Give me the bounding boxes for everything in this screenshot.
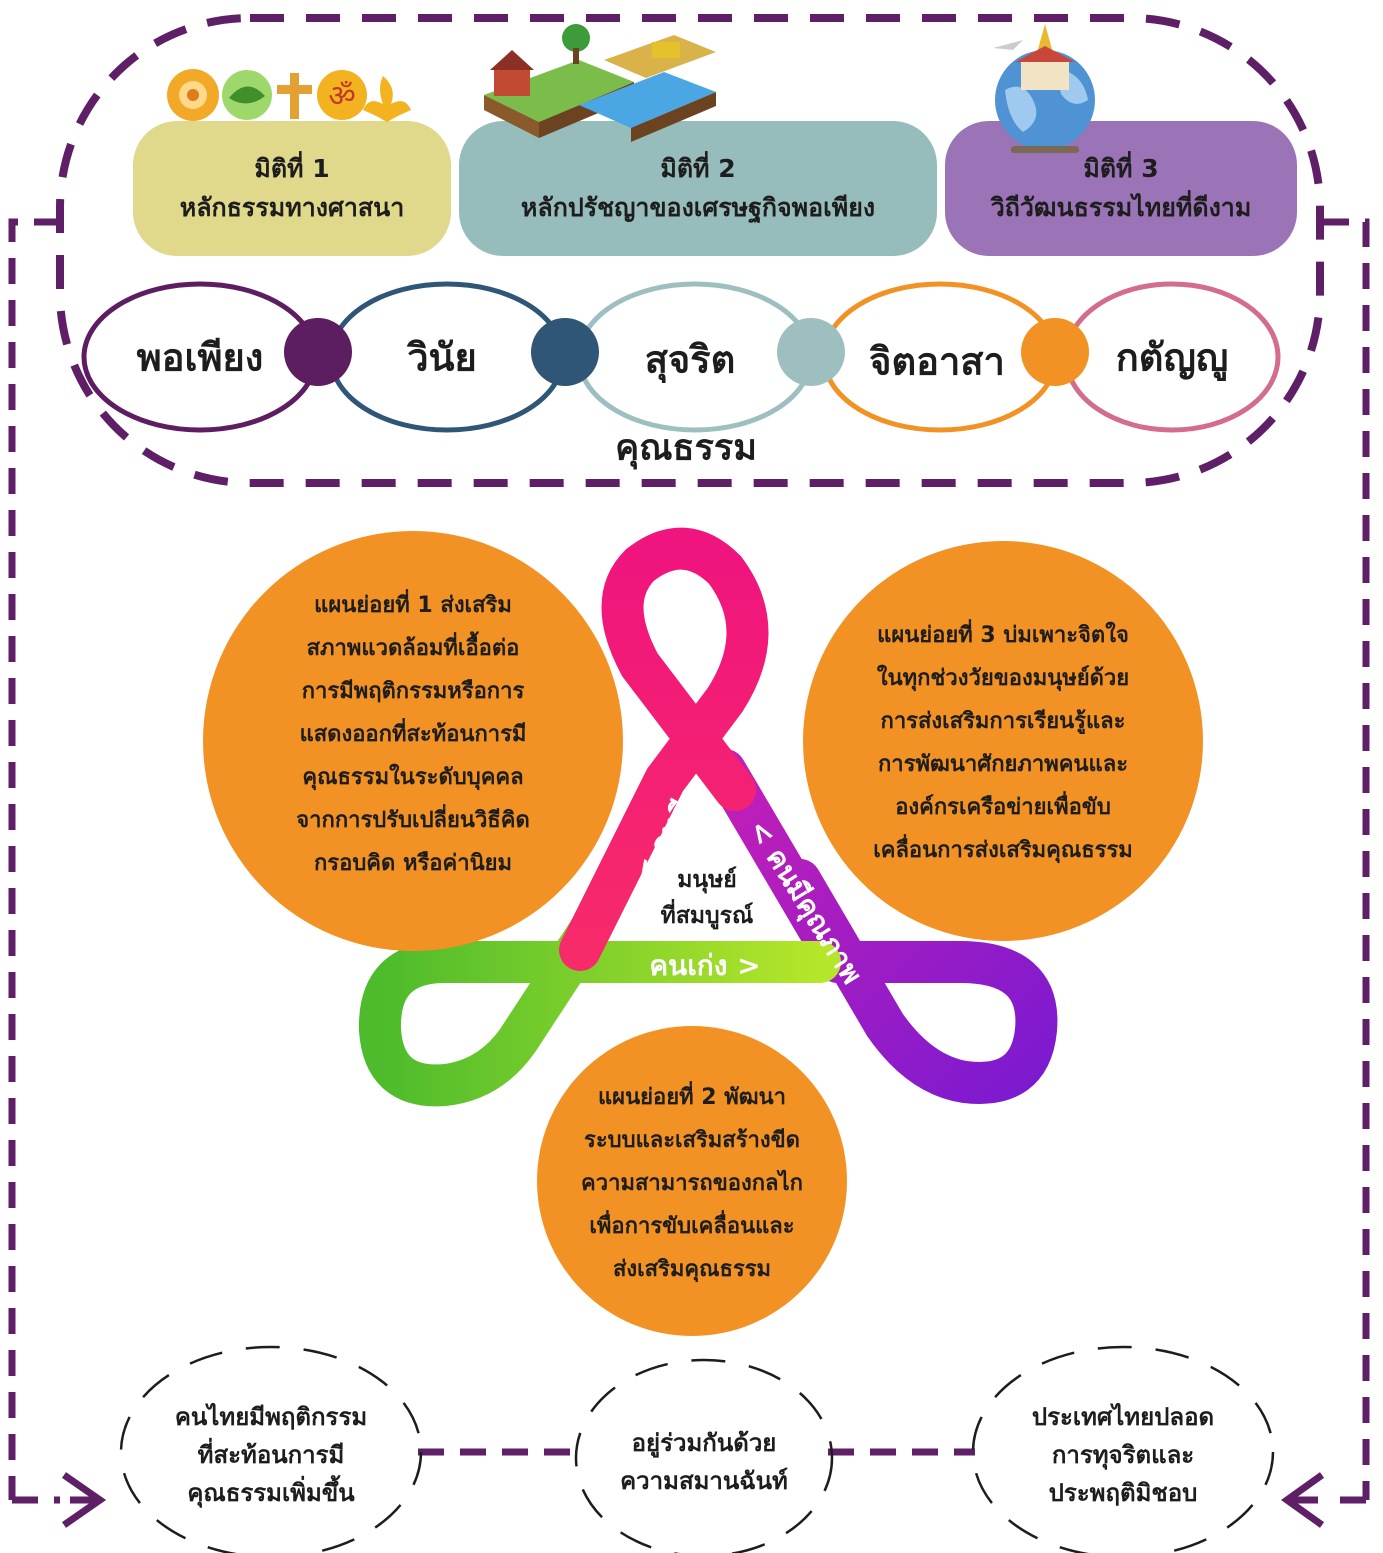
subplan1-line: สภาพแวดล้อมที่เอื้อต่อ	[306, 636, 520, 661]
virtue-gratitude: กตัญญู	[1115, 335, 1229, 380]
outcome-right-line: การทุจริตและ	[1051, 1441, 1195, 1469]
outcome-left-line: คุณธรรมเพิ่มขึ้น	[187, 1479, 355, 1507]
subplan2-circle	[537, 1026, 847, 1336]
center-line-1: มนุษย์	[677, 867, 737, 893]
subplan3-line: ในทุกช่วงวัยของมนุษย์ด้วย	[876, 666, 1130, 691]
outcome-middle-line: อยู่ร่วมกันด้วย	[631, 1429, 777, 1457]
subplan2-line: ระบบและเสริมสร้างขีด	[584, 1128, 800, 1153]
ribbon-purple-strand	[704, 749, 1058, 1104]
ribbon-center-label: มนุษย์ ที่สมบูรณ์	[632, 862, 782, 934]
dimension-2-subtitle: หลักปรัชญาของเศรษฐกิจพอเพียง	[520, 192, 876, 222]
subplan1-line: แสดงออกที่สะท้อนการมี	[299, 722, 527, 747]
subplan3-line: เคลื่อนการส่งเสริมคุณธรรม	[873, 838, 1133, 863]
thai-globe-temple-icon	[993, 24, 1095, 153]
virtue-volunteer: จิตอาสา	[869, 339, 1005, 384]
subplan2-line: เพื่อการขับเคลื่อนและ	[589, 1214, 795, 1239]
virtue-title: คุณธรรม	[615, 427, 757, 469]
dimension-2-box: มิติที่ 2 หลักปรัชญาของเศรษฐกิจพอเพียง	[459, 121, 937, 256]
skilled-person-text: คนเก่ง	[649, 949, 728, 982]
religious-symbols-icon: ॐ	[167, 69, 411, 122]
ribbon-pink-strand	[559, 527, 769, 971]
subplan1-circle	[203, 531, 623, 951]
dimension-1-box: มิติที่ 1 หลักธรรมทางศาสนา	[133, 121, 451, 256]
subplan3-line: แผนย่อยที่ 3 บ่มเพาะจิตใจ	[877, 623, 1129, 648]
dimension-3-subtitle: วิถีวัฒนธรรมไทยที่ดีงาม	[990, 192, 1252, 222]
subplan1-text: แผนย่อยที่ 1 ส่งเสริม สภาพแวดล้อมที่เอื้…	[233, 584, 593, 885]
subplan3-text: แผนย่อยที่ 3 บ่มเพาะจิตใจ ในทุกช่วงวัยขอ…	[818, 614, 1188, 872]
farm-illustration-icon	[484, 24, 716, 142]
dimension-2-title: มิติที่ 2	[660, 153, 736, 183]
subplan1-line: แผนย่อยที่ 1 ส่งเสริม	[314, 593, 512, 618]
svg-text:ॐ: ॐ	[328, 79, 355, 114]
outer-dashed-frame	[8, 218, 1370, 1504]
outcome-right: ประเทศไทยปลอด การทุจริตและ ประพฤติมิชอบ	[1032, 1398, 1214, 1512]
dimension-3-box: มิติที่ 3 วิถีวัฒนธรรมไทยที่ดีงาม	[945, 121, 1297, 256]
outcome-ovals	[119, 1345, 1275, 1553]
ring-joint-3	[777, 318, 845, 386]
subplan1-line: กรอบคิด หรือค่านิยม	[313, 851, 512, 876]
outcome-middle-line: ความสมานฉันท์	[620, 1467, 788, 1495]
subplan3-circle	[803, 541, 1203, 941]
outcome-left-line: ที่สะท้อนการมี	[197, 1441, 345, 1469]
chevron-right-icon: >	[727, 949, 761, 982]
subplan2-line: ส่งเสริมคุณธรรม	[612, 1257, 772, 1282]
ribbon-green-strand	[358, 909, 841, 1107]
ring-joint-1	[284, 318, 352, 386]
outcome-middle: อยู่ร่วมกันด้วย ความสมานฉันท์	[620, 1424, 788, 1500]
outcome-left-line: คนไทยมีพฤติกรรม	[174, 1403, 368, 1431]
subplan1-line: การมีพฤติกรรมหรือการ	[301, 679, 525, 704]
center-line-2: ที่สมบูรณ์	[660, 903, 754, 929]
ring-joint-2	[531, 318, 599, 386]
dimension-1-title: มิติที่ 1	[254, 153, 330, 183]
outcome-right-line: ประพฤติมิชอบ	[1048, 1479, 1198, 1507]
ribbon-skilled-person-label: คนเก่ง >	[640, 944, 770, 988]
subplan3-line: การส่งเสริมการเรียนรู้และ	[880, 709, 1126, 734]
virtue-discipline: วินัย	[407, 335, 477, 380]
subplan2-text: แผนย่อยที่ 2 พัฒนา ระบบและเสริมสร้างขีด …	[557, 1076, 827, 1291]
subplan3-line: องค์กรเครือข่ายเพื่อขับ	[895, 795, 1111, 820]
outcome-arrows	[62, 1472, 1325, 1528]
subplan2-line: ความสามารถของกลไก	[581, 1171, 803, 1196]
outcome-left: คนไทยมีพฤติกรรม ที่สะท้อนการมี คุณธรรมเพ…	[175, 1398, 367, 1512]
subplan1-line: คุณธรรมในระดับบุคคล	[302, 765, 524, 790]
subplan1-line: จากการปรับเปลี่ยนวิธีคิด	[296, 808, 530, 833]
dimension-1-subtitle: หลักธรรมทางศาสนา	[179, 192, 405, 222]
subplan3-line: การพัฒนาศักยภาพคนและ	[877, 752, 1129, 777]
virtue-sufficiency: พอเพียง	[136, 335, 264, 380]
dimension-3-title: มิติที่ 3	[1083, 153, 1159, 183]
outcome-right-line: ประเทศไทยปลอด	[1031, 1403, 1215, 1431]
ribbon-trefoil	[358, 527, 1058, 1107]
ring-joint-4	[1021, 318, 1089, 386]
virtue-honesty: สุจริต	[644, 337, 736, 382]
subplan2-line: แผนย่อยที่ 2 พัฒนา	[598, 1085, 786, 1110]
